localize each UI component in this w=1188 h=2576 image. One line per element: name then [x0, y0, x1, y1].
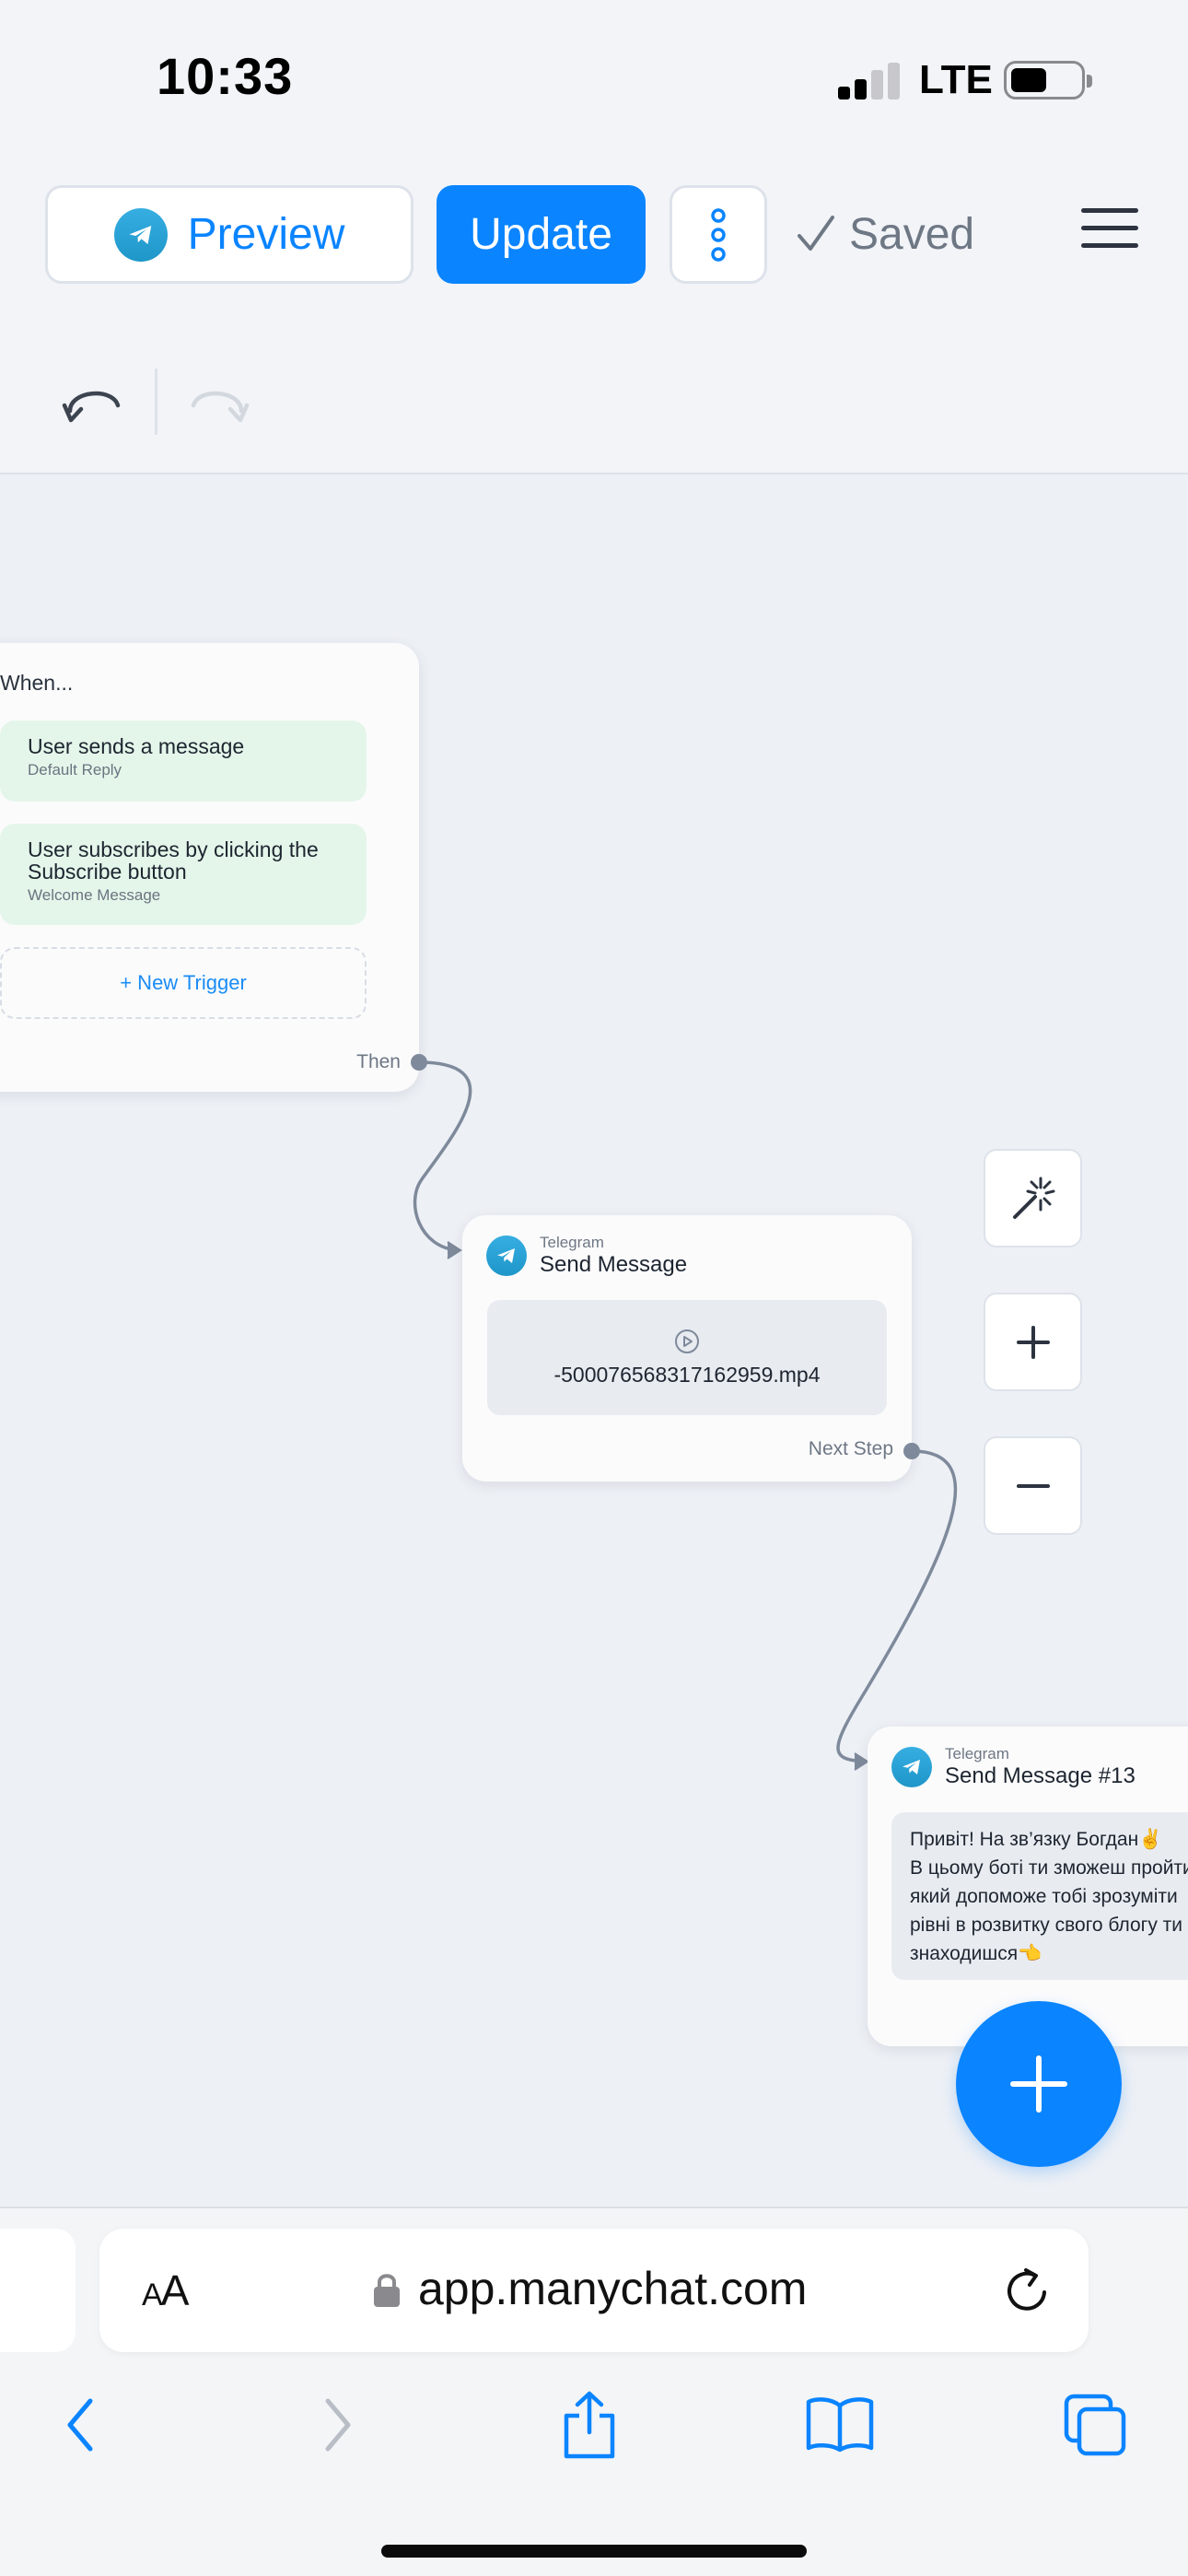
send-message-13-card[interactable]: Telegram Send Message #13 Привіт! На зв’… [868, 1727, 1188, 2046]
trigger-title: User sends a message [28, 734, 245, 758]
plus-icon [1016, 1325, 1050, 1359]
telegram-icon [891, 1747, 932, 1787]
message-text[interactable]: Привіт! На зв’язку Богдан✌️ В цьому боті… [891, 1812, 1188, 1980]
toolbar-bottom-divider [0, 473, 1188, 474]
telegram-icon [486, 1235, 527, 1276]
magic-wand-icon [1012, 1177, 1054, 1219]
lock-icon [374, 2274, 400, 2307]
next-step-output-port[interactable] [903, 1443, 920, 1459]
trigger-title: User subscribes by clicking the Subscrib… [28, 837, 319, 884]
checkmark-icon [798, 216, 834, 251]
trigger-subtitle: Welcome Message [28, 886, 161, 904]
browser-toolbar: AA app.manychat.com [0, 2207, 1188, 2576]
trigger-subtitle: Default Reply [28, 761, 122, 779]
saved-label: Saved [849, 209, 975, 259]
save-status: Saved [796, 206, 974, 262]
tabs-icon[interactable] [1059, 2388, 1131, 2462]
address-bar[interactable]: AA app.manychat.com [99, 2229, 1089, 2352]
more-options-button[interactable] [670, 185, 767, 284]
undo-icon[interactable] [61, 369, 125, 433]
text-size-button[interactable]: AA [142, 2266, 189, 2314]
plus-icon [1010, 2055, 1067, 2113]
network-type: LTE [919, 57, 993, 102]
zoom-in-button[interactable] [984, 1293, 1082, 1391]
status-time: 10:33 [157, 47, 294, 105]
battery-icon [1004, 61, 1092, 100]
redo-icon [186, 369, 250, 433]
media-filename: -500076568317162959.mp4 [553, 1363, 821, 1387]
new-trigger-button[interactable]: + New Trigger [0, 947, 367, 1019]
trigger-item[interactable]: User sends a message Default Reply [0, 720, 367, 802]
video-attachment[interactable]: -500076568317162959.mp4 [487, 1300, 887, 1415]
share-icon[interactable] [556, 2388, 623, 2462]
card-title: Send Message [540, 1252, 688, 1277]
signal-strength-icon [838, 63, 901, 100]
card-channel: Telegram [540, 1234, 604, 1251]
previous-tab-preview[interactable] [0, 2229, 76, 2352]
forward-arrow-icon [309, 2388, 365, 2462]
update-button[interactable]: Update [437, 185, 646, 284]
send-message-card[interactable]: Telegram Send Message -50007656831716295… [462, 1215, 912, 1481]
connector-send-to-send13 [836, 1449, 958, 1763]
trigger-card-title: When... [0, 671, 74, 695]
card-title: Send Message #13 [945, 1763, 1136, 1788]
preview-label: Preview [187, 210, 345, 259]
toolbar-divider [155, 369, 157, 435]
card-header: Telegram Send Message [486, 1234, 687, 1278]
flow-canvas[interactable]: When... User sends a message Default Rep… [0, 474, 1188, 2207]
reload-icon[interactable] [1002, 2266, 1052, 2315]
then-label: Then [356, 1051, 401, 1072]
connector-trigger-to-send [413, 1060, 472, 1252]
back-arrow-icon[interactable] [53, 2388, 109, 2462]
play-icon [675, 1329, 699, 1353]
url-text: app.manychat.com [418, 2263, 808, 2314]
add-step-button[interactable] [956, 2001, 1122, 2167]
book-icon[interactable] [803, 2388, 877, 2462]
flow-connectors [413, 1060, 958, 1771]
home-indicator [381, 2545, 807, 2558]
card-channel: Telegram [945, 1745, 1009, 1762]
then-output-port[interactable] [411, 1054, 427, 1071]
preview-button[interactable]: Preview [45, 185, 413, 284]
telegram-icon [113, 207, 168, 262]
hamburger-menu-icon[interactable] [1081, 208, 1138, 249]
card-header: Telegram Send Message #13 [891, 1745, 1136, 1789]
next-step-label: Next Step [808, 1438, 893, 1459]
magic-wand-button[interactable] [984, 1149, 1082, 1247]
trigger-item[interactable]: User subscribes by clicking the Subscrib… [0, 824, 367, 925]
vertical-dots-icon [711, 207, 726, 262]
minus-icon [1016, 1483, 1050, 1488]
trigger-card[interactable]: When... User sends a message Default Rep… [0, 643, 419, 1092]
zoom-out-button[interactable] [984, 1436, 1082, 1535]
